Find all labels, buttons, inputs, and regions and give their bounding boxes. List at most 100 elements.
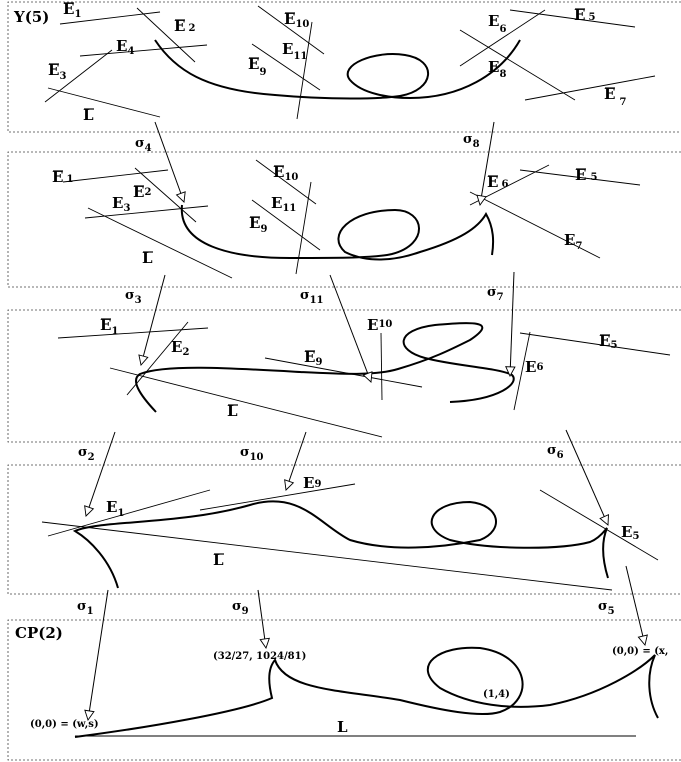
line-l (87, 207, 233, 279)
svg-text:σ6: σ6 (547, 443, 564, 461)
line-e10 (380, 332, 383, 401)
panel-4: E1 E9 E5 L (41, 474, 659, 591)
arrow-sigma2 (86, 431, 116, 516)
panel-5-border (7, 619, 681, 761)
line-e3 (44, 49, 113, 103)
label-e7: E (564, 231, 575, 249)
svg-text:E4: E4 (116, 37, 134, 57)
sigma1: σ (77, 599, 87, 614)
label-e5: E (574, 6, 585, 24)
svg-text:E6: E6 (525, 358, 543, 376)
panel-3-border (7, 309, 681, 443)
svg-text:E3: E3 (112, 194, 130, 214)
label-l: L (142, 249, 153, 267)
arrow-sigma10 (286, 431, 307, 490)
label-e10: E (367, 316, 378, 334)
line-e5 (519, 169, 641, 186)
svg-text:E1: E1 (100, 316, 118, 337)
line-e5 (509, 9, 636, 28)
svg-text:E3: E3 (48, 61, 66, 82)
line-e7 (469, 191, 601, 259)
label-e4: E (116, 37, 127, 55)
panel-2-border (7, 151, 681, 288)
label-e2: E (171, 338, 182, 356)
arrow-sigma8 (480, 121, 495, 205)
label-e2: E (174, 17, 185, 35)
svg-text:σ4: σ4 (135, 136, 152, 154)
label-e5: E (621, 523, 632, 541)
line-e6 (459, 9, 546, 67)
label-e9: E (248, 55, 259, 73)
panel-1-border (7, 1, 681, 133)
svg-text:E2: E2 (174, 17, 195, 35)
svg-text:σ10: σ10 (240, 445, 264, 463)
sigma10: σ (240, 445, 250, 460)
line-e2 (134, 167, 197, 223)
sigma2: σ (78, 445, 88, 460)
sigma5: σ (598, 599, 608, 614)
label-l: L (337, 718, 348, 736)
curve (154, 39, 521, 100)
point-mid: (32/27, 1024/81) (213, 651, 306, 662)
label-e3: E (112, 194, 123, 212)
line-e6 (513, 331, 531, 411)
line-e11 (295, 181, 312, 275)
line-e3 (84, 205, 209, 219)
svg-text:E9: E9 (249, 214, 267, 235)
svg-text:E9: E9 (248, 55, 266, 78)
svg-text:E11: E11 (271, 194, 296, 214)
label-e3: E (48, 61, 59, 79)
label-e11: E (282, 40, 293, 58)
svg-text:E7: E7 (604, 85, 626, 108)
line-e10 (255, 159, 317, 205)
panel-4-border (7, 464, 681, 595)
title-cp2: CP(2) (15, 624, 63, 642)
label-e6: E (488, 12, 499, 30)
svg-text:E10: E10 (284, 10, 309, 30)
arrow-sigma9 (257, 589, 266, 648)
line-e1 (57, 327, 209, 339)
line-e4 (79, 44, 208, 57)
label-e8: E (488, 58, 499, 76)
sigma11: σ (300, 288, 310, 303)
line-e9 (264, 357, 423, 388)
label-l: L (83, 106, 94, 124)
curve (72, 500, 609, 589)
panel-3: E1 E2 L E9 E10 E6 E5 (57, 316, 671, 438)
svg-text:σ9: σ9 (232, 599, 249, 617)
line-e9 (251, 199, 321, 251)
svg-text:σ3: σ3 (125, 288, 142, 306)
label-l: L (213, 551, 224, 569)
svg-text:σ5: σ5 (598, 599, 615, 617)
line-e5 (539, 489, 659, 561)
sigma6: σ (547, 443, 557, 458)
line-e5 (519, 332, 671, 356)
svg-text:E8: E8 (488, 58, 506, 80)
sigma3: σ (125, 288, 135, 303)
arrow-sigma11 (329, 274, 371, 382)
curve (180, 204, 495, 261)
point-node: (1,4) (483, 689, 510, 700)
line-e2 (136, 7, 196, 63)
line-l (109, 367, 383, 438)
svg-text:E9: E9 (304, 348, 322, 368)
svg-text:σ2: σ2 (78, 445, 95, 463)
svg-text:E5: E5 (621, 523, 639, 542)
svg-text:E5: E5 (599, 332, 617, 351)
svg-text:σ7: σ7 (487, 285, 504, 303)
svg-text:E6: E6 (487, 173, 508, 191)
line-e10 (257, 5, 325, 55)
arrow-sigma1 (88, 589, 109, 720)
svg-text:E2: E2 (133, 183, 151, 201)
svg-text:E11: E11 (282, 40, 307, 62)
label-e2: E (133, 183, 144, 201)
svg-text:σ1: σ1 (77, 599, 94, 617)
svg-text:E1: E1 (52, 168, 73, 186)
line-e9 (199, 483, 356, 511)
svg-text:E10: E10 (273, 163, 298, 183)
line-l (41, 521, 613, 591)
